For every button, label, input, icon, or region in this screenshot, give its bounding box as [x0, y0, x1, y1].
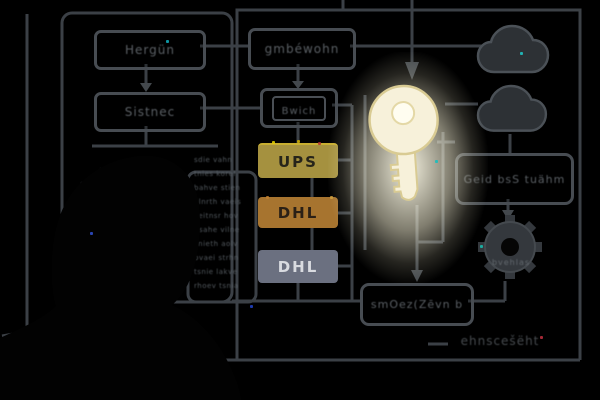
box-label: smOez(Zēvn b — [370, 298, 464, 311]
box-label: Geid bsS tuähm — [463, 172, 566, 186]
box-label: Bwich — [281, 105, 317, 117]
garbled-row: sdie vahn — [194, 156, 233, 164]
noise-dot — [250, 305, 253, 308]
box-mid-top: gmbéwohn — [248, 28, 356, 70]
noise-dot — [435, 160, 438, 163]
key-icon — [368, 84, 439, 201]
noise-dot — [520, 52, 523, 55]
noise-dot — [318, 142, 321, 145]
box-label: Sistnec — [124, 105, 176, 119]
box-mid-small: Bwich — [260, 88, 338, 128]
garbled-row: snieth aolv — [194, 240, 238, 248]
noise-dot — [330, 196, 333, 199]
dhl-orange-label-box: DHL — [258, 197, 338, 228]
person-silhouette — [0, 155, 241, 400]
box-label: gmbéwohn — [264, 42, 340, 56]
garbled-row: ceitnsr hov — [194, 212, 239, 220]
dhl-label: DHL — [277, 203, 319, 222]
box-label: Hergün — [125, 43, 175, 57]
noise-dot — [480, 245, 483, 248]
ups-label-box: UPS — [258, 143, 338, 178]
garbled-row: rhoev tsnia — [194, 282, 239, 290]
arrowhead-down-midcol — [292, 81, 304, 89]
bottom-right-caption: ehnscešëht — [460, 334, 540, 348]
garbled-text-panel-right: sdie vahn tnies korel bahve stien olnrth… — [194, 156, 254, 300]
main-group-container — [235, 8, 582, 360]
noise-dot — [90, 232, 93, 235]
noise-dot — [297, 140, 300, 143]
garbled-row: tnies korel — [194, 170, 236, 178]
garbled-row: bvaei strhn — [194, 254, 239, 262]
dhl-label: DHL — [277, 257, 319, 276]
noise-dot — [272, 141, 275, 144]
box-left-top: Hergün — [94, 30, 206, 70]
noise-dot — [166, 40, 169, 43]
garbled-row: bahve stien — [194, 184, 241, 192]
arrowhead-down-leftcol — [140, 83, 152, 92]
ups-label: UPS — [278, 152, 318, 171]
gear-caption: bvehlas — [491, 258, 531, 267]
noise-dot — [266, 196, 269, 199]
box-bottom: smOez(Zēvn b — [360, 283, 474, 326]
box-left-bottom: Sistnec — [94, 92, 206, 132]
garbled-row: olnrth vaeis — [194, 198, 242, 206]
garbled-row: dsahe vilne — [194, 226, 240, 234]
garbled-row: tsnie lakve — [194, 268, 238, 276]
noise-dot — [540, 336, 543, 339]
dhl-gray-label-box: DHL — [258, 250, 338, 283]
